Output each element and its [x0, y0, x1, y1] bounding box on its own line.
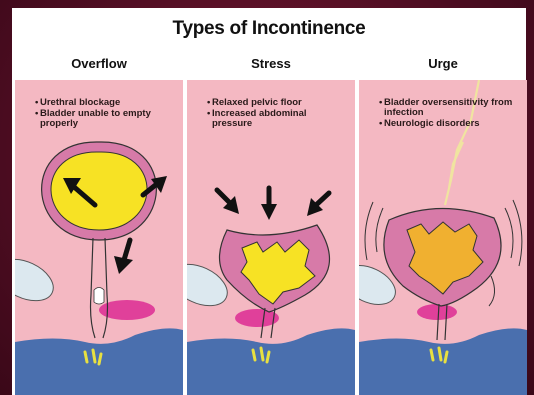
- urge-sphincter: [417, 304, 457, 320]
- overflow-bullet-2: Bladder unable to empty properly: [35, 109, 175, 129]
- overflow-bullet-1: Urethral blockage: [35, 98, 175, 108]
- diagram-card: Types of Incontinence Overflow Stress Ur…: [12, 8, 526, 395]
- panel-overflow: Urethral blockage Bladder unable to empt…: [15, 80, 183, 395]
- stress-bullet-1: Relaxed pelvic floor: [207, 98, 347, 108]
- overflow-bullets: Urethral blockage Bladder unable to empt…: [35, 98, 175, 130]
- urge-bullet-2: Neurologic disorders: [379, 119, 519, 129]
- overflow-bladder-urine: [51, 152, 147, 230]
- overflow-blockage: [94, 288, 104, 305]
- panel-stress: Relaxed pelvic floor Increased abdominal…: [187, 80, 355, 395]
- panel-title-overflow: Overflow: [15, 56, 183, 71]
- diagram-title: Types of Incontinence: [12, 18, 526, 40]
- stress-bullet-2: Increased abdominal pressure: [207, 109, 347, 129]
- urge-bullets: Bladder oversensitivity from infection N…: [379, 98, 519, 130]
- stress-bullets: Relaxed pelvic floor Increased abdominal…: [207, 98, 347, 130]
- panel-urge: Bladder oversensitivity from infection N…: [359, 80, 527, 395]
- panel-title-urge: Urge: [359, 56, 527, 71]
- urge-bullet-1: Bladder oversensitivity from infection: [379, 98, 519, 118]
- panel-title-stress: Stress: [187, 56, 355, 71]
